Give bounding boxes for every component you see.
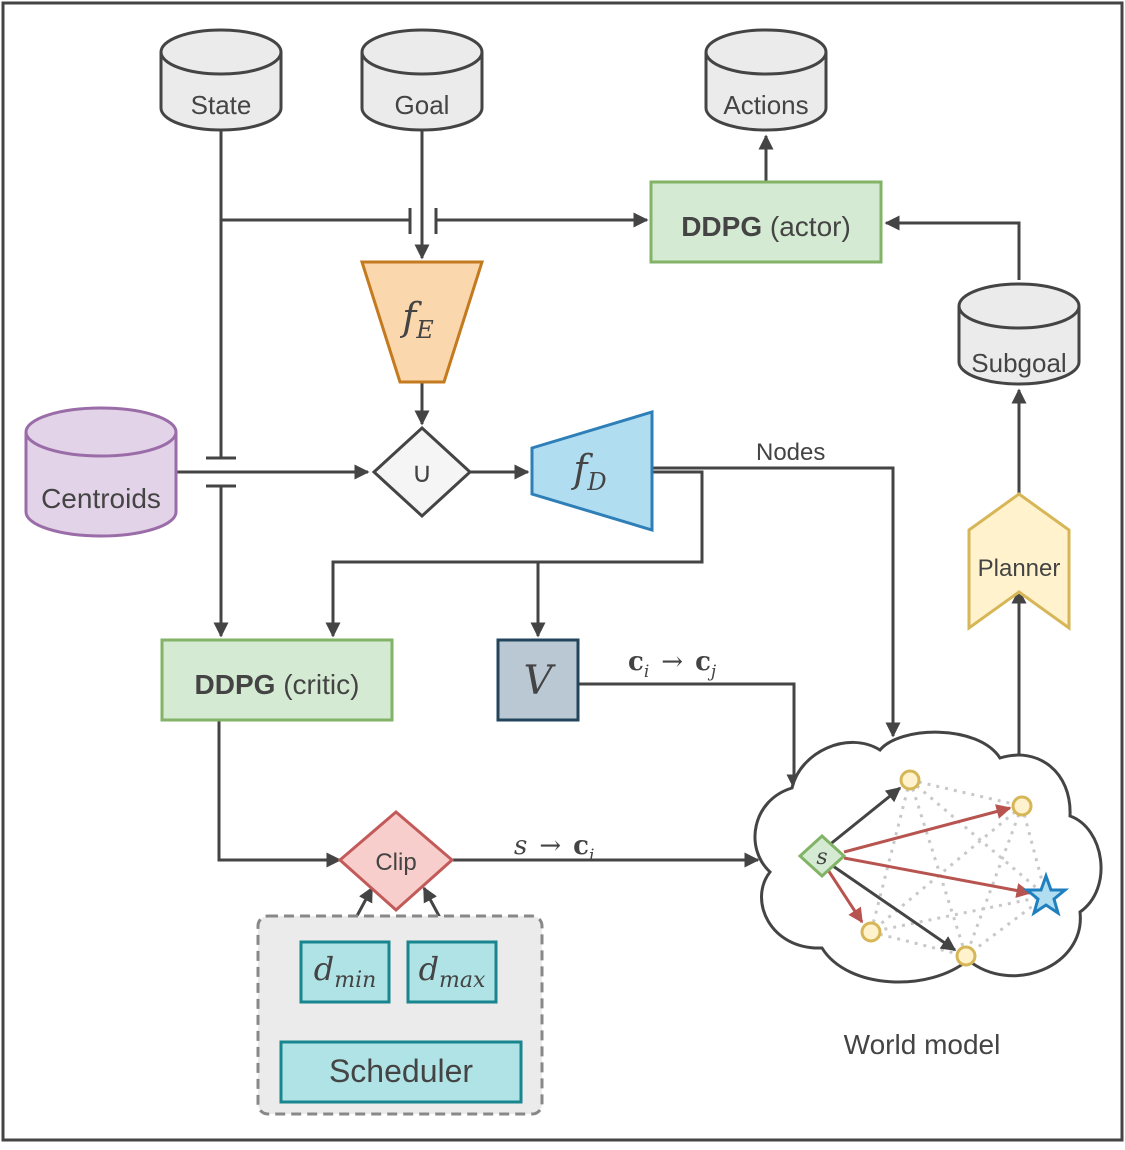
world-model-cloud: s <box>753 730 1103 984</box>
ci-target-symbol: c <box>573 831 589 861</box>
graph-edge-s-star <box>843 856 1032 898</box>
decoder-subscript: D <box>586 468 606 496</box>
dmax-label: d <box>419 950 439 988</box>
goal-label: Goal <box>395 90 450 120</box>
graph-edge-s-right <box>843 804 1012 854</box>
svg-text:s→ci: s → ci <box>514 831 594 866</box>
clip-diamond: Clip <box>337 810 455 913</box>
graph-state-diamond <box>797 833 847 879</box>
s-symbol: s <box>514 831 527 861</box>
clip-label: Clip <box>375 849 416 876</box>
nodes-edge-label: Nodes <box>756 439 825 466</box>
goal-star-icon <box>1022 871 1070 917</box>
ddpg-critic-box: DDPG (critic) <box>160 638 394 722</box>
svg-text:dmax: dmax <box>419 950 486 993</box>
planner-label: Planner <box>978 555 1061 582</box>
centroids-database: Centroids <box>24 406 178 538</box>
planner-chevron: Planner <box>967 492 1071 631</box>
scheduler-label: Scheduler <box>329 1053 473 1089</box>
graph-edge-s-bottom <box>829 862 957 952</box>
goal-database: Goal <box>360 28 484 132</box>
state-database: State <box>159 28 283 132</box>
svg-text:DDPG (actor): DDPG (actor) <box>681 211 851 242</box>
cj-symbol: c <box>695 647 711 677</box>
actions-database: Actions <box>704 28 828 132</box>
svg-text:DDPG (critic): DDPG (critic) <box>195 669 360 700</box>
ci-subscript: i <box>644 662 649 682</box>
svg-text:dmin: dmin <box>314 950 377 993</box>
ci-target-subscript: i <box>589 846 594 866</box>
ddpg-actor-bold: DDPG <box>681 211 762 242</box>
dmin-subscript: min <box>334 968 376 993</box>
graph-node <box>899 769 921 791</box>
ddpg-actor-box: DDPG (actor) <box>649 180 883 264</box>
graph-state-label: s <box>816 845 827 870</box>
value-box: V <box>496 638 580 722</box>
svg-text:ci→cj: ci→cj <box>628 647 717 682</box>
dmin-box: dmin <box>299 940 391 1004</box>
dmax-subscript: max <box>439 968 486 993</box>
subgoal-database: Subgoal <box>957 282 1081 386</box>
dmax-box: dmax <box>406 940 498 1004</box>
state-label: State <box>191 90 252 120</box>
union-symbol: ∪ <box>412 457 433 488</box>
encoder-trapezoid: fE <box>359 260 485 384</box>
graph-edge-s-top <box>827 786 902 848</box>
s-ci-arrow: → <box>539 831 561 861</box>
graph-node <box>1011 795 1033 817</box>
cj-subscript: j <box>707 662 717 682</box>
encoder-subscript: E <box>415 316 434 344</box>
dmin-label: d <box>314 950 334 988</box>
graph-node <box>860 921 882 943</box>
connectors <box>176 130 1027 1040</box>
ci-cj-arrow: → <box>661 647 683 677</box>
union-diamond: ∪ <box>371 425 473 519</box>
world-model-label: World model <box>844 1029 1001 1060</box>
ddpg-critic-role: (critic) <box>275 669 359 700</box>
subgoal-label: Subgoal <box>971 348 1066 378</box>
ddpg-actor-role: (actor) <box>762 211 851 242</box>
ddpg-critic-bold: DDPG <box>195 669 276 700</box>
value-label: V <box>524 658 557 704</box>
graph-edge-s-left <box>826 869 864 924</box>
decoder-trapezoid: fD <box>530 409 654 533</box>
graph-node <box>955 945 977 967</box>
ci-symbol: c <box>628 647 644 677</box>
centroids-label: Centroids <box>41 483 161 514</box>
scheduler-box: Scheduler <box>279 1040 523 1104</box>
actions-label: Actions <box>723 90 808 120</box>
